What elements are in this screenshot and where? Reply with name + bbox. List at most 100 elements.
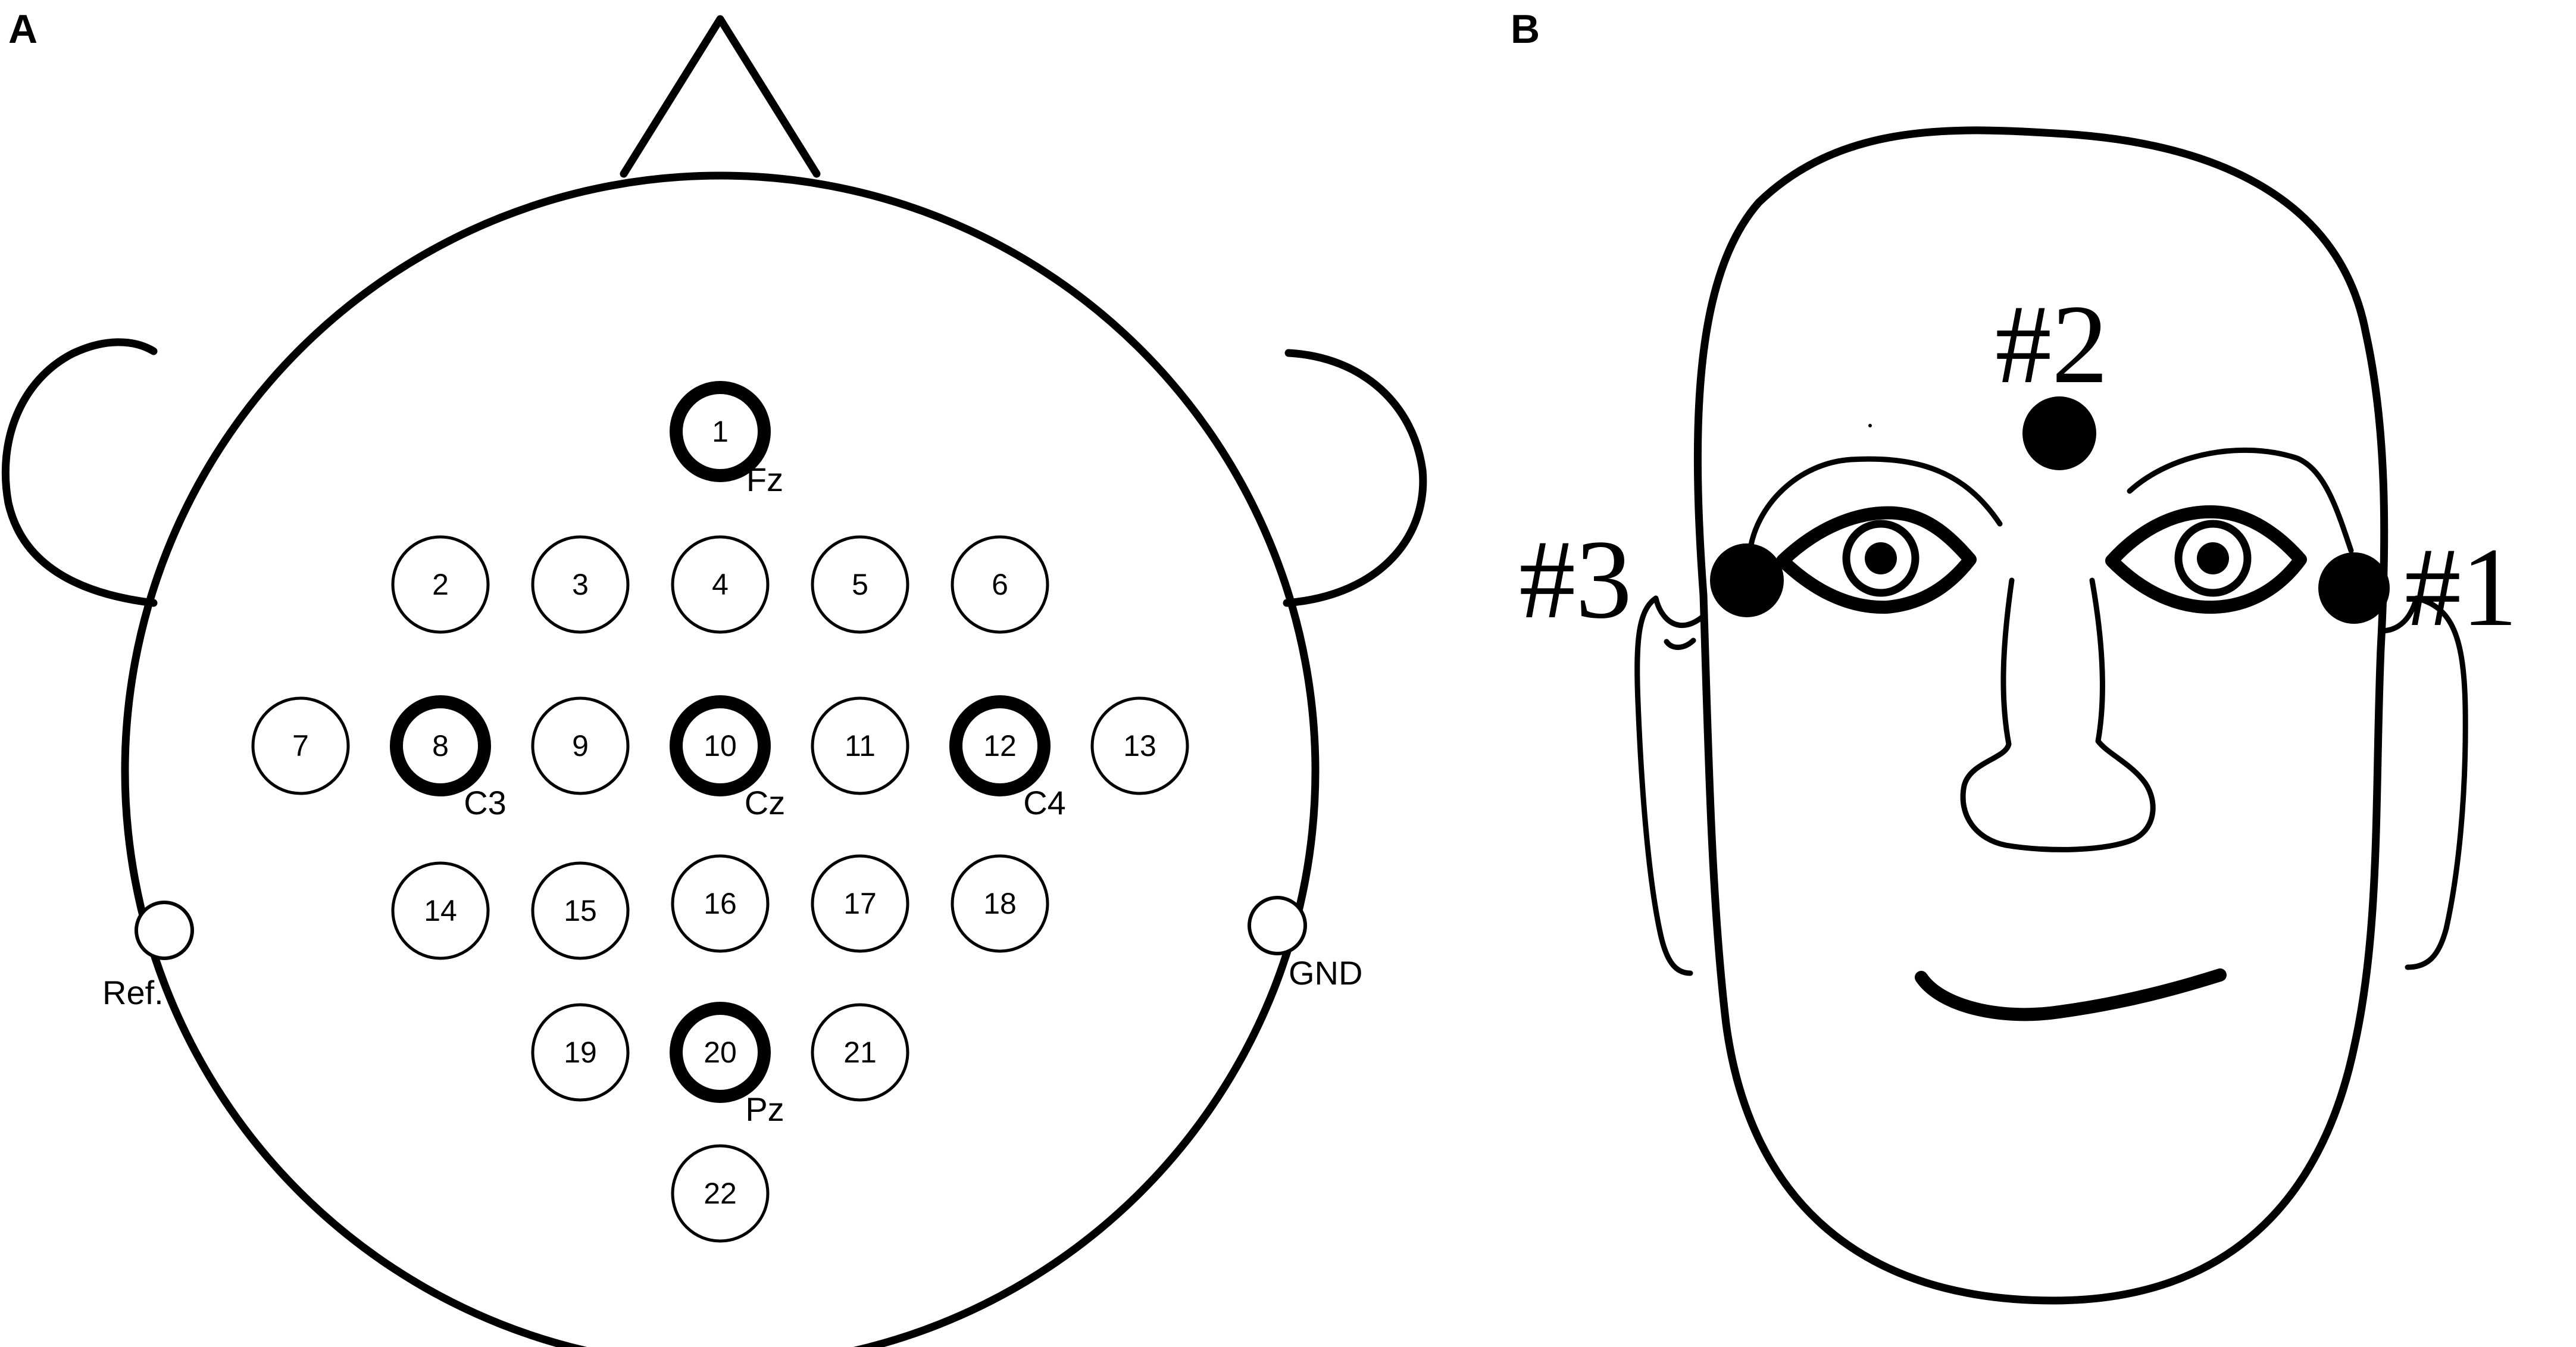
site-label-2: #2: [1995, 282, 2108, 407]
electrode-circle: [531, 861, 630, 960]
right-ear: [1283, 349, 1427, 607]
electrode-5: 5: [811, 535, 909, 634]
electrode-label: Fz: [746, 461, 783, 498]
electrode-17: 17: [811, 854, 909, 953]
site-label-3: #3: [1519, 517, 1632, 642]
nose-b: [1960, 577, 2156, 852]
electrode-circle: [670, 1002, 771, 1103]
electrode-number: 4: [712, 568, 729, 601]
electrode-number: 16: [704, 887, 737, 920]
electrode-3: 3: [531, 535, 630, 634]
left-eyebrow: [1747, 456, 2003, 555]
electrode-7: 7: [251, 696, 350, 795]
mouth: [1915, 968, 2227, 1021]
left-ear-notch: [1664, 637, 1696, 650]
electrode-15: 15: [531, 861, 630, 960]
electrode-circle: [1090, 696, 1189, 795]
electrode-circle: [951, 535, 1049, 634]
electrode-label: C3: [464, 784, 507, 821]
site-electrode-1: [2318, 552, 2390, 624]
electrode-number: 5: [852, 568, 868, 601]
electrode-number: 17: [843, 887, 877, 920]
electrode-circle: [391, 861, 490, 960]
electrode-number: 9: [572, 729, 589, 762]
electrode-1: 1Fz: [670, 381, 783, 498]
electrode-4: 4: [671, 535, 770, 634]
electrode-2: 2: [391, 535, 490, 634]
electrode-circle: [671, 1144, 770, 1243]
forehead-speck: [1868, 424, 1872, 427]
right-eye: [2105, 505, 2307, 614]
site-electrode-2: [2022, 396, 2096, 470]
electrode-number: 18: [983, 887, 1017, 920]
electrode-number: 21: [843, 1036, 877, 1069]
right-ear-b: [2378, 595, 2468, 970]
electrode-21: 21: [811, 1003, 909, 1102]
electrode-8: 8C3: [390, 695, 507, 821]
electrode-13: 13: [1090, 696, 1189, 795]
electrode-number: 14: [424, 894, 457, 927]
electrode-number: 22: [704, 1177, 737, 1210]
electrode-circle: [670, 381, 771, 482]
electrode-label: Pz: [745, 1090, 784, 1128]
electrode-circle: [251, 696, 350, 795]
electrode-label: C4: [1023, 784, 1066, 821]
electrode-number: 12: [983, 729, 1017, 762]
electrode-label: Cz: [745, 784, 785, 821]
electrode-circle: [811, 535, 909, 634]
reference-electrode: [135, 901, 194, 960]
head-outline: [121, 171, 1320, 1347]
electrode-9: 9: [531, 696, 630, 795]
electrode-14: 14: [391, 861, 490, 960]
face-outline: [1693, 126, 2389, 1305]
electrode-circle: [949, 695, 1051, 796]
electrode-18: 18: [951, 854, 1049, 953]
electrode-circle: [390, 695, 491, 796]
electrode-number: 15: [564, 894, 597, 927]
electrode-number: 8: [432, 729, 449, 762]
ground-electrode: [1248, 896, 1307, 955]
electrode-circle: [531, 535, 630, 634]
electrode-circle: [671, 535, 770, 634]
electrode-number: 6: [992, 568, 1008, 601]
site-electrode-3: [1710, 543, 1784, 617]
left-eye: [1776, 506, 1977, 614]
nose: [620, 15, 821, 178]
electrode-circle: [951, 854, 1049, 953]
electrode-circle: [811, 1003, 909, 1102]
electrode-circle: [811, 696, 909, 795]
electrode-circle: [391, 535, 490, 634]
electrode-19: 19: [531, 1003, 630, 1102]
electrode-number: 11: [845, 729, 876, 762]
electrode-number: 2: [432, 568, 449, 601]
electrode-22: 22: [671, 1144, 770, 1243]
electrode-16: 16: [671, 854, 770, 953]
electrode-number: 3: [572, 568, 589, 601]
reference-label: Ref.: [102, 974, 164, 1011]
electrode-circle: [811, 854, 909, 953]
electrode-number: 19: [564, 1036, 597, 1069]
electrode-circle: [670, 695, 771, 796]
left-ear-b: [1634, 595, 1706, 976]
electrode-circle: [531, 1003, 630, 1102]
left-ear: [1, 338, 158, 607]
electrode-number: 7: [292, 729, 309, 762]
panel-a-label: A: [8, 7, 37, 52]
panel-b: B #1 #2 #3: [1511, 7, 2518, 1305]
electrode-number: 1: [712, 415, 729, 448]
electrode-number: 13: [1123, 729, 1156, 762]
electrode-number: 20: [704, 1036, 737, 1069]
electrode-6: 6: [951, 535, 1049, 634]
panel-b-label: B: [1511, 7, 1540, 52]
electrode-number: 10: [704, 729, 737, 762]
electrode-11: 11: [811, 696, 909, 795]
electrode-circle: [671, 854, 770, 953]
right-eyebrow: [2127, 447, 2354, 554]
ground-label: GND: [1289, 954, 1362, 992]
